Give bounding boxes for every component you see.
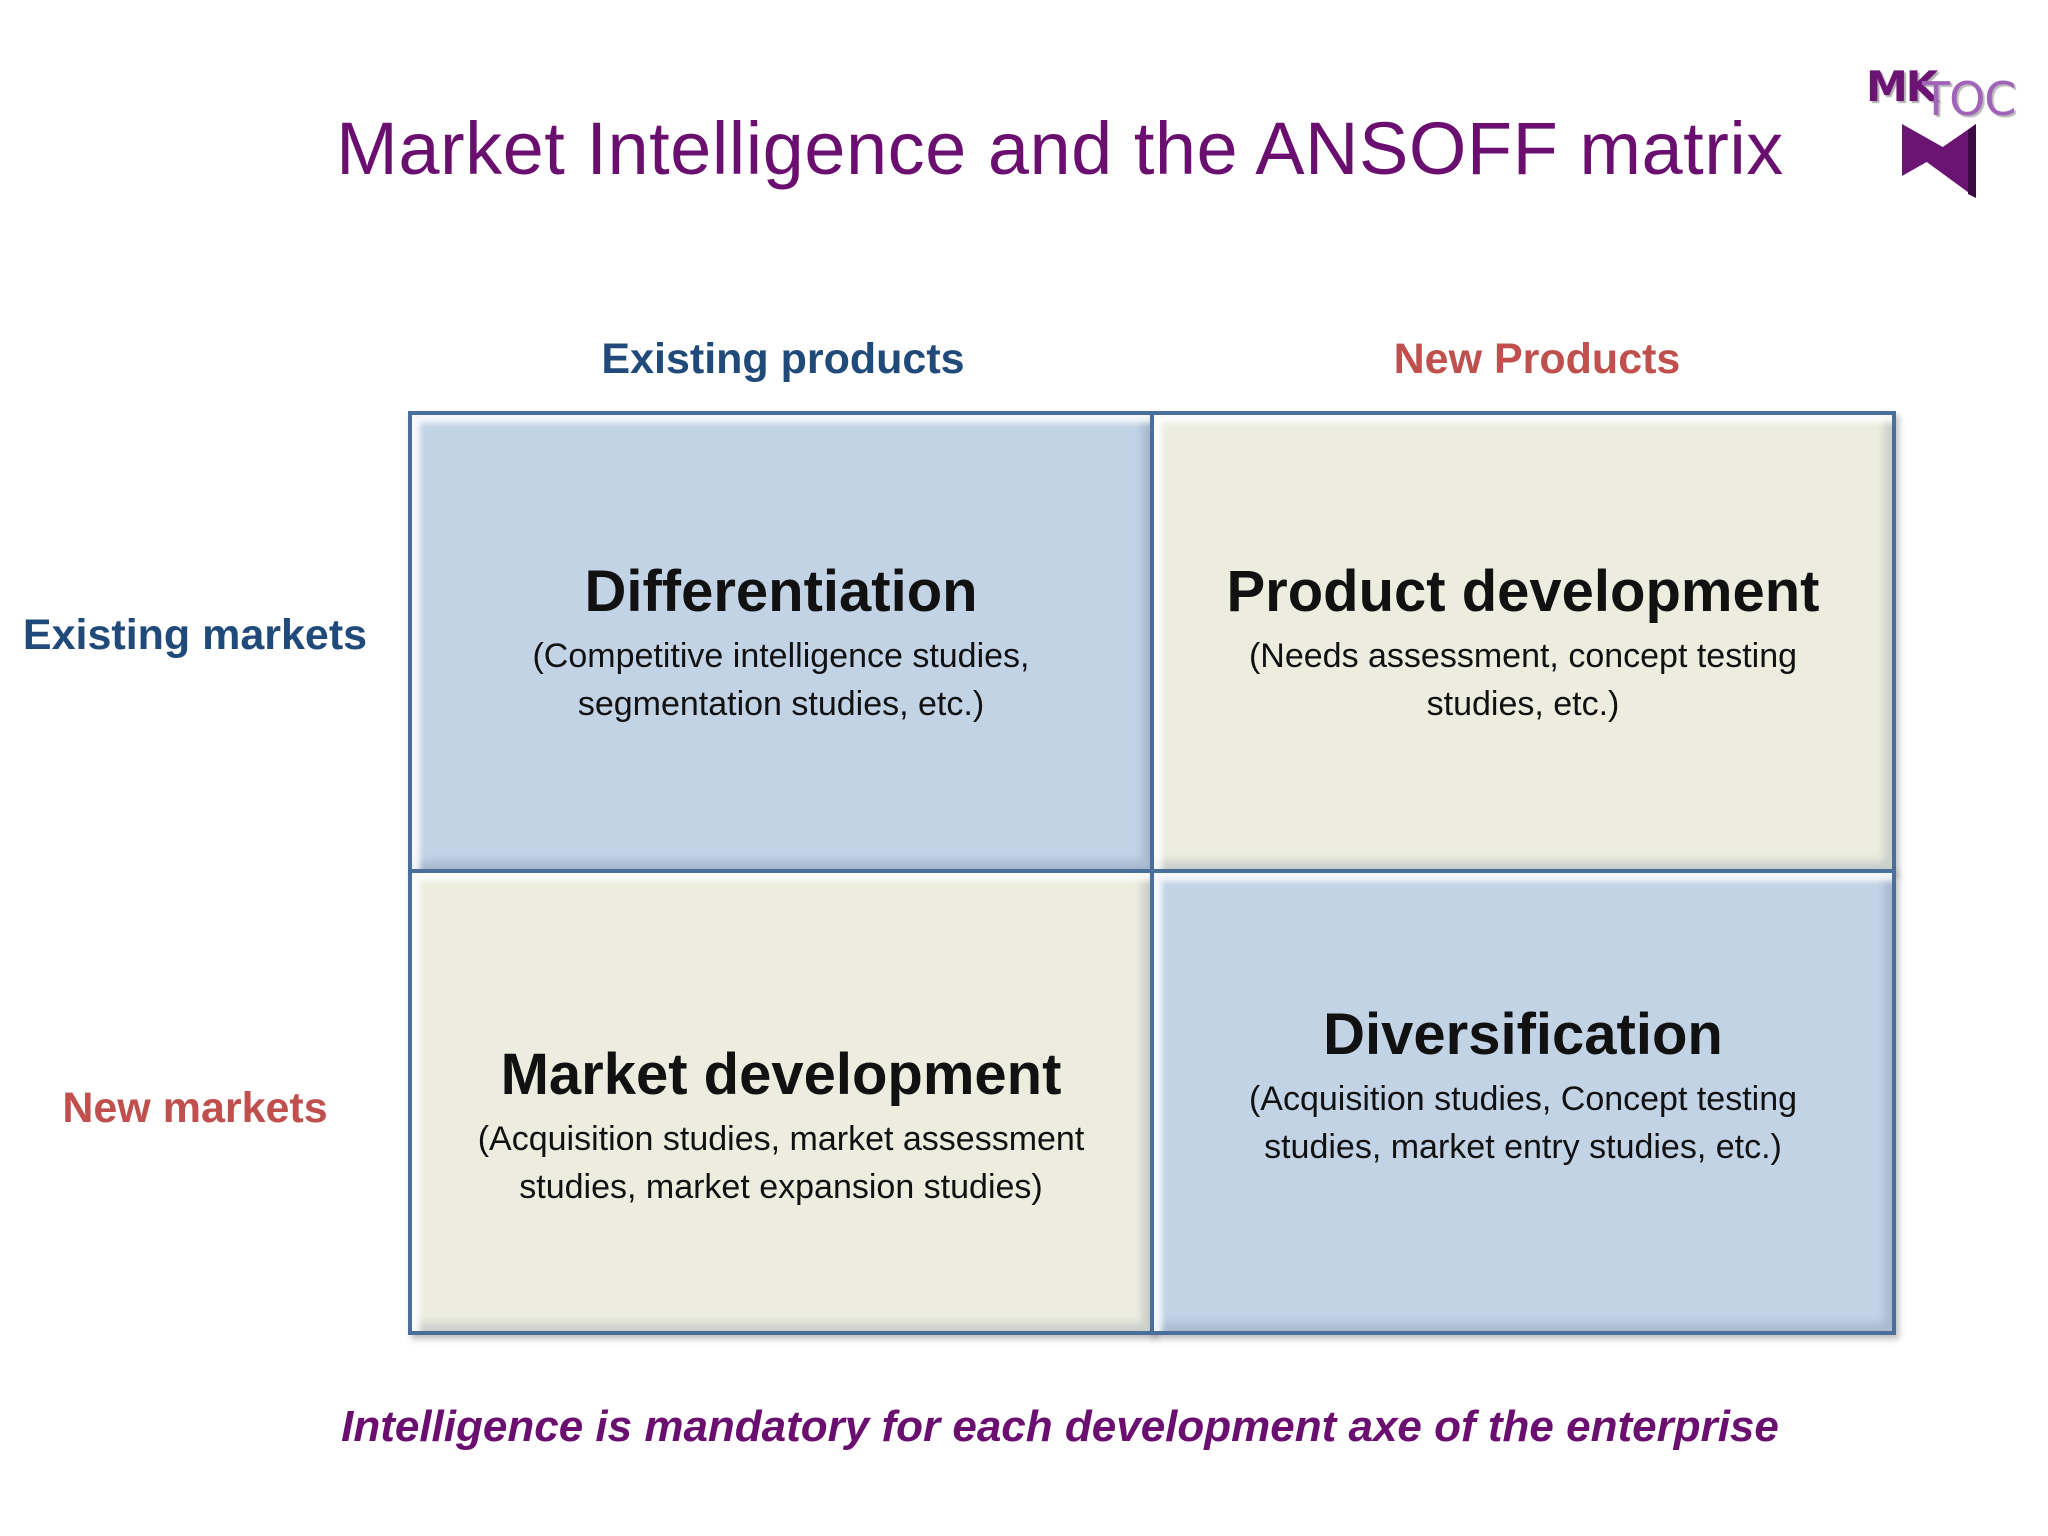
matrix-cell-diversification: Diversification (Acquisition studies, Co… [1150, 869, 1896, 1335]
row-header-new-markets: New markets [62, 1084, 328, 1132]
page-title: Market Intelligence and the ANSOFF matri… [336, 107, 1784, 190]
cell-description: (Competitive intelligence studies, segme… [532, 637, 1030, 724]
column-header-new-products: New Products [1393, 335, 1681, 383]
cell-description: (Needs assessment, concept testing studi… [1248, 637, 1798, 724]
ansoff-matrix: Differentiation (Competitive intelligenc… [408, 411, 1896, 1335]
logo-text-toc: TOC [1922, 72, 2016, 126]
cell-description: (Acquisition studies, market assessment … [477, 1120, 1085, 1207]
cell-title: Differentiation [584, 559, 978, 625]
column-header-existing-products: Existing products [601, 335, 965, 383]
mktoc-logo: MK TOC [1862, 62, 2016, 202]
matrix-cell-differentiation: Differentiation (Competitive intelligenc… [408, 411, 1154, 873]
logo-text-mk: MK [1866, 62, 1938, 111]
cell-title: Diversification [1323, 1002, 1723, 1068]
cell-title: Market development [500, 1042, 1062, 1108]
cell-title: Product development [1226, 559, 1820, 625]
matrix-cell-product-development: Product development (Needs assessment, c… [1150, 411, 1896, 873]
matrix-cell-market-development: Market development (Acquisition studies,… [408, 869, 1154, 1335]
row-header-existing-markets: Existing markets [22, 611, 368, 659]
mktoc-logo-icon [1902, 124, 1976, 198]
cell-description: (Acquisition studies, Concept testing st… [1248, 1080, 1798, 1167]
footer-note: Intelligence is mandatory for each devel… [341, 1402, 1779, 1451]
